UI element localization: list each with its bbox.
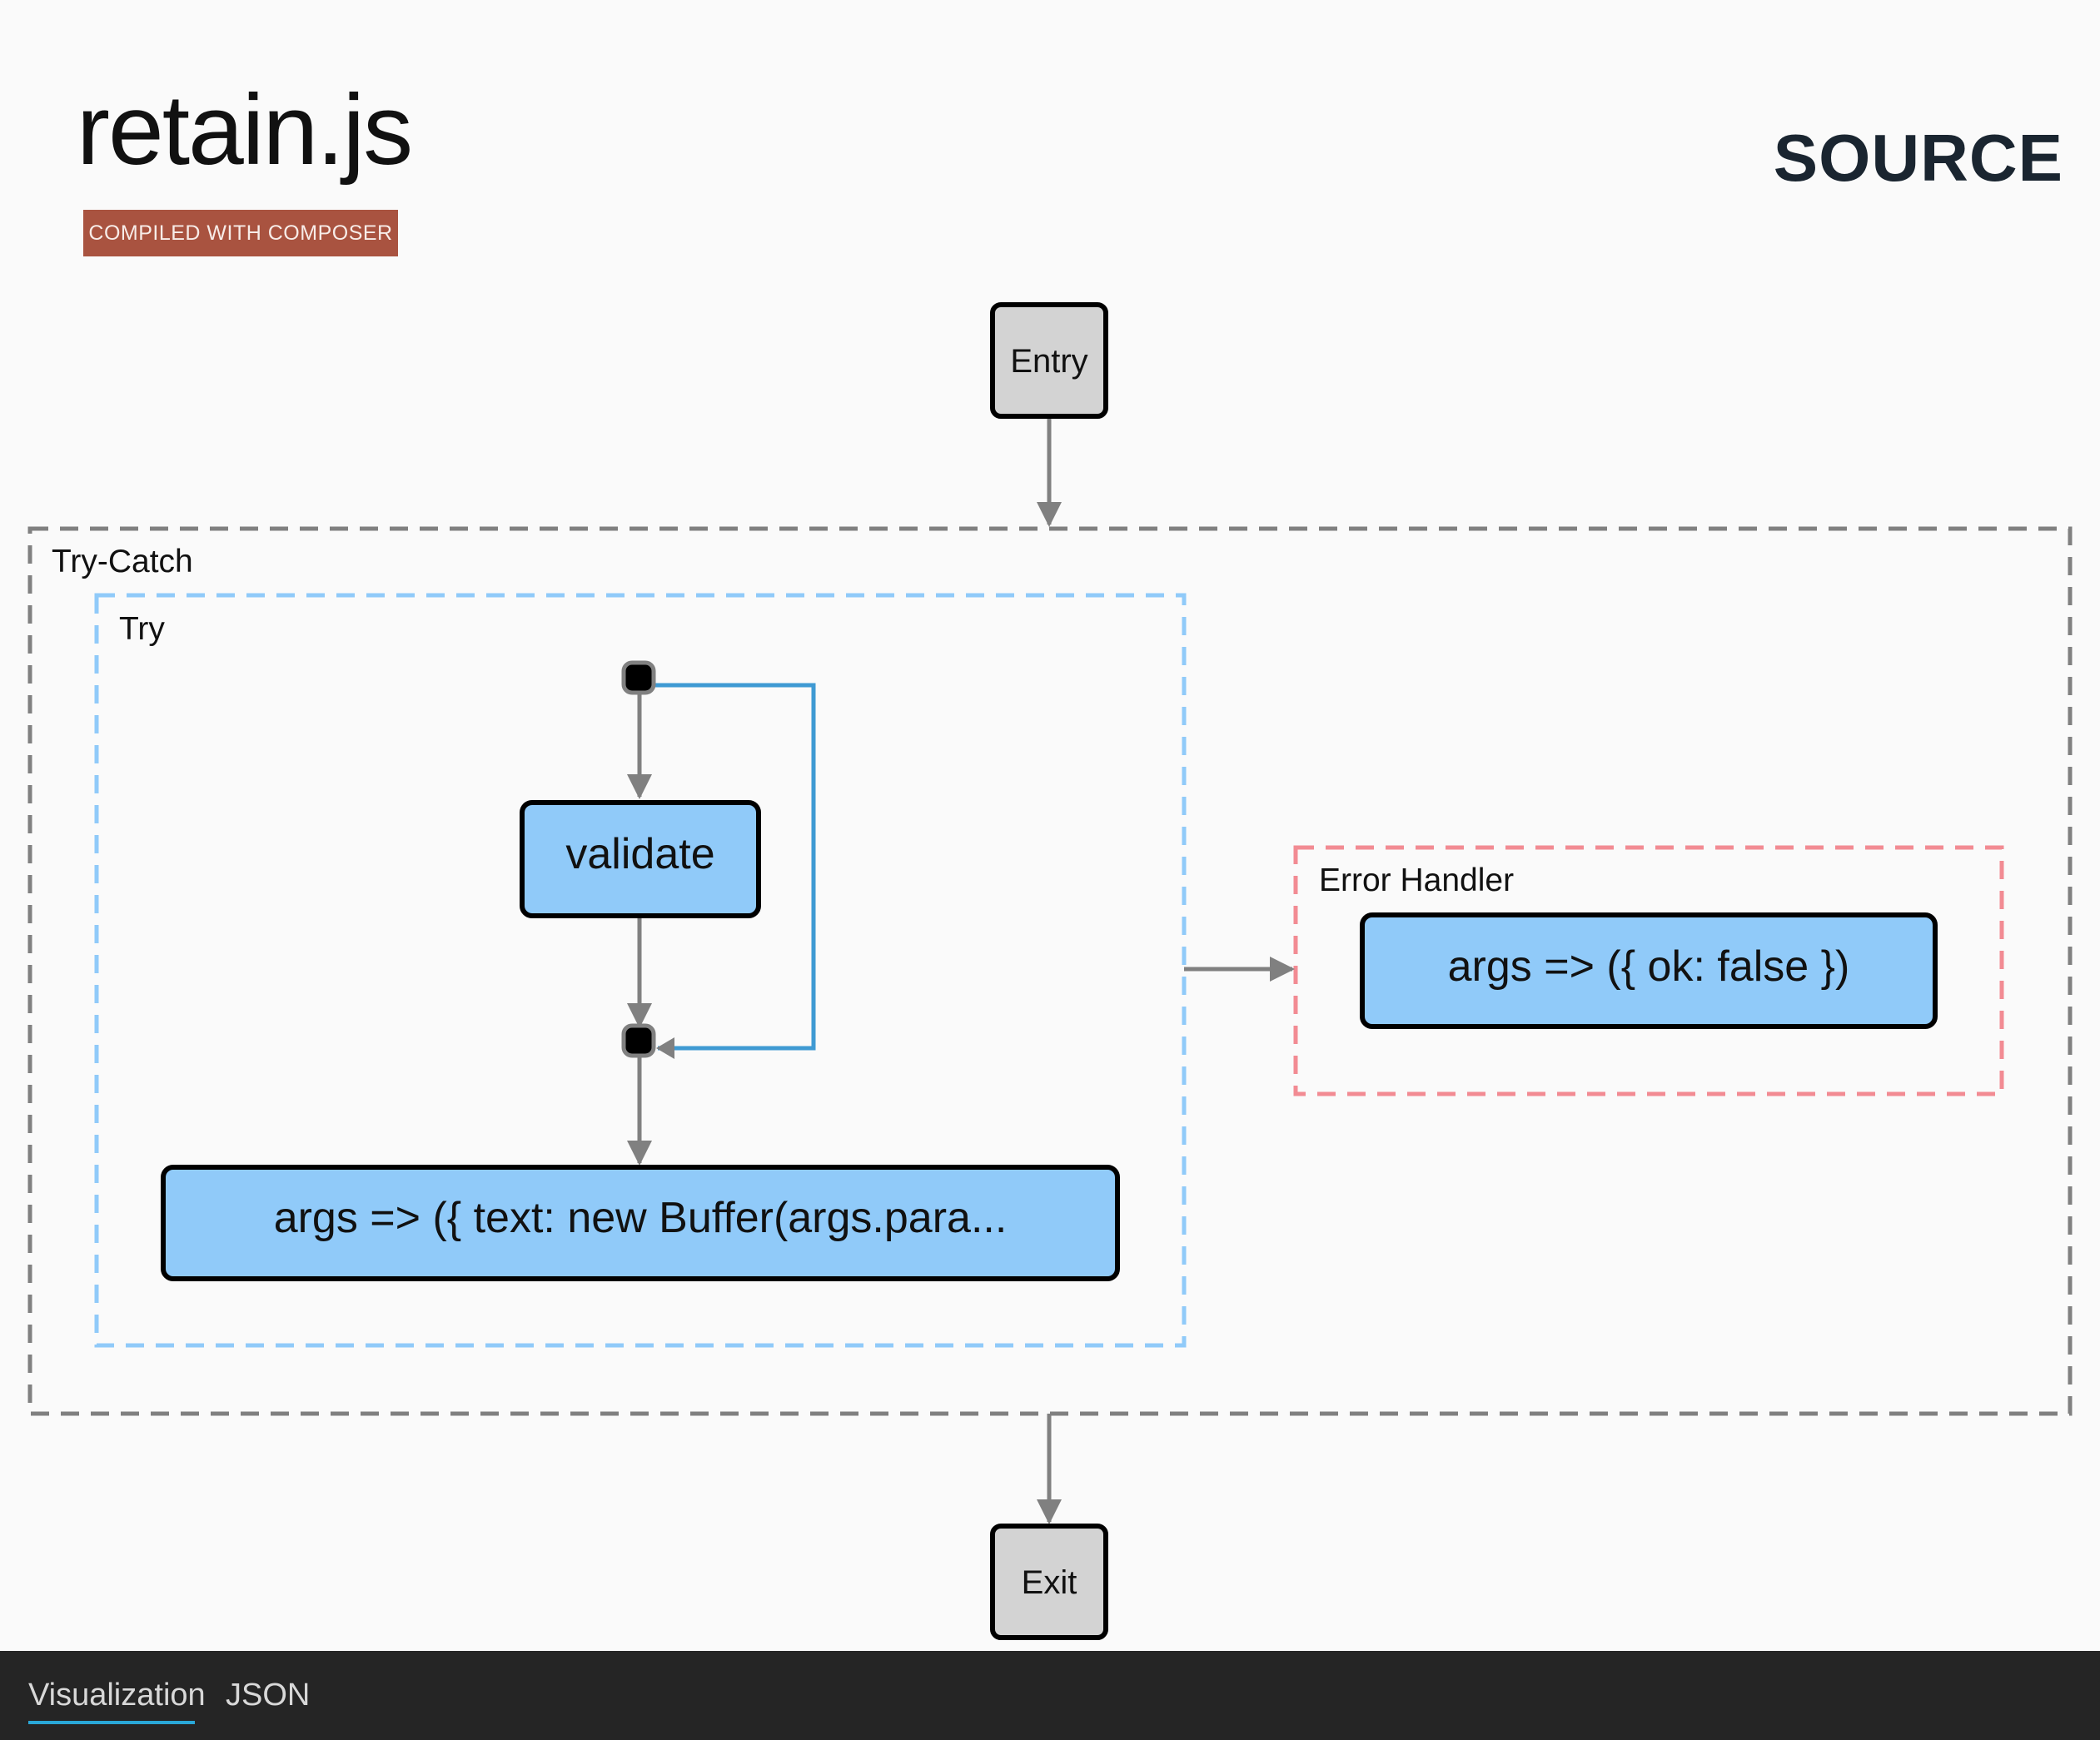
error-handler-label: Error Handler [1319,863,1514,898]
exit-node[interactable]: Exit [990,1524,1108,1640]
try-catch-label: Try-Catch [52,544,193,579]
edge-skip-loop [639,683,816,1051]
junction-bottom [621,1023,656,1058]
text-function-node[interactable]: args => ({ text: new Buffer(args.para... [161,1165,1120,1281]
app-title: retain.js [77,74,413,186]
try-group [94,593,1187,1348]
text-function-label: args => ({ text: new Buffer(args.para... [274,1194,1008,1242]
mode-title: SOURCE [1773,121,2063,195]
error-function-node[interactable]: args => ({ ok: false }) [1360,912,1938,1029]
junction-top [621,660,656,695]
bottom-tab-bar: Visualization JSON [0,1651,2100,1740]
error-function-label: args => ({ ok: false }) [1448,942,1850,991]
compiled-badge: COMPILED WITH COMPOSER [83,210,398,256]
active-tab-indicator [28,1721,195,1724]
tab-json[interactable]: JSON [226,1678,311,1713]
tab-visualization[interactable]: Visualization [28,1678,206,1713]
edge-skip-loop-arrowhead [656,1037,674,1059]
try-label: Try [119,611,165,647]
error-handler-group [1293,845,2004,1096]
validate-label: validate [565,830,714,878]
exit-label: Exit [1022,1564,1077,1601]
entry-label: Entry [1010,343,1087,380]
validate-node[interactable]: validate [520,800,761,918]
flow-graph: Try-Catch Try Error Handler Entry valida… [27,302,2073,1640]
entry-node[interactable]: Entry [990,302,1108,419]
